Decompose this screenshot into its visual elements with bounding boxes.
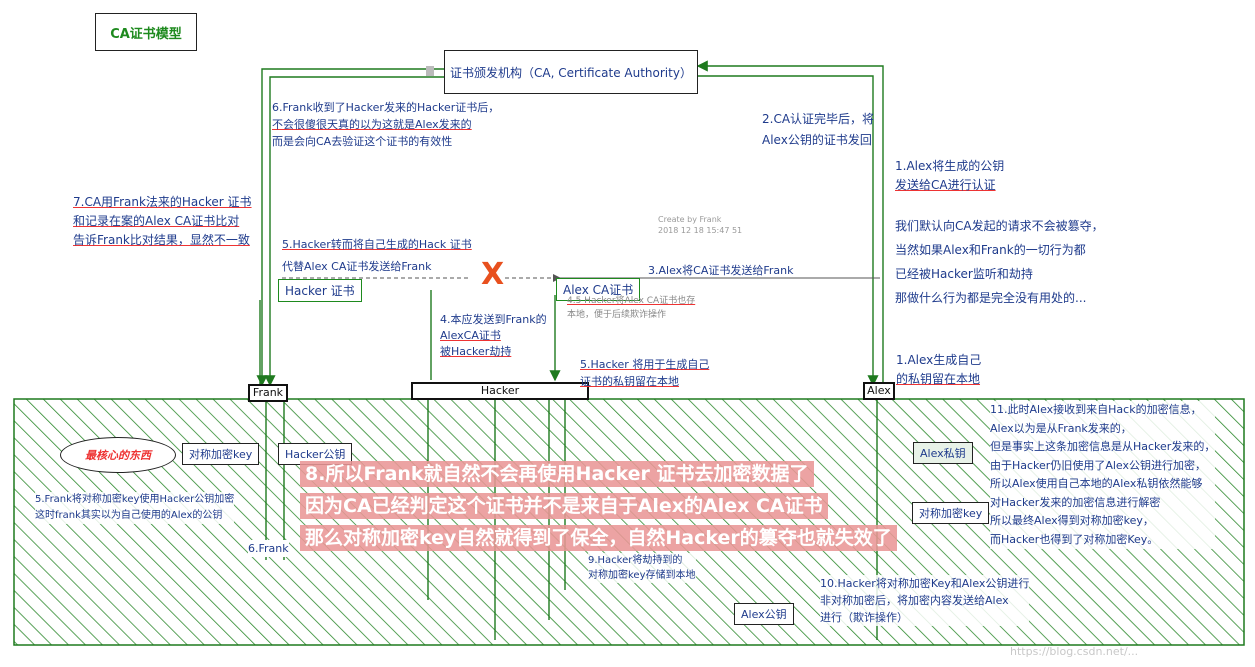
sym-key-right-box: 对称加密key bbox=[912, 502, 990, 524]
hacker-cert-label: Hacker 证书 bbox=[278, 279, 362, 302]
step7-text: 7.CA用Frank法来的Hacker 证书和记录在案的Alex CA证书比对告… bbox=[73, 195, 252, 247]
core-oval: 最核心的东西 bbox=[60, 437, 176, 473]
actor-alex: Alex bbox=[863, 382, 895, 400]
alex-ca-cert-label: Alex CA证书 bbox=[556, 278, 641, 301]
url-watermark: https://blog.csdn.net/... bbox=[1010, 645, 1139, 658]
step6-text: 6.Frank收到了Hacker发来的Hacker证书后，不会很傻很天真的以为这… bbox=[272, 101, 500, 148]
step9-text: 9.Hacker将劫持到的对称加密key存储到本地 bbox=[588, 553, 696, 583]
step1a-text: 1.Alex将生成的公钥发送给CA进行认证 bbox=[895, 159, 1005, 192]
step5-frank-text: 5.Frank将对称加密key使用Hacker公钥加密这时frank其实以为自己… bbox=[35, 492, 235, 524]
actor-frank: Frank bbox=[248, 384, 288, 402]
hacker-pubkey-box: Hacker公钥 bbox=[278, 443, 353, 465]
conclusion-line-1: 8.所以Frank就自然不会再使用Hacker 证书去加密数据了 bbox=[300, 461, 814, 487]
ca-to-alex-path bbox=[698, 75, 879, 387]
step5-forward-text: 5.Hacker转而将自己生成的Hack 证书代替Alex CA证书发送给Fra… bbox=[282, 238, 472, 273]
blocked-x-mark: X bbox=[481, 257, 505, 292]
step1b-text: 1.Alex生成自己的私钥留在本地 bbox=[896, 353, 982, 386]
note-text: 我们默认向CA发起的请求不会被篡夺，当然如果Alex和Frank的一切行为都已经… bbox=[895, 219, 1104, 305]
alex-pubkey-box: Alex公钥 bbox=[734, 603, 794, 625]
alex-privkey-box: Alex私钥 bbox=[913, 442, 973, 464]
sym-key-box: 对称加密key bbox=[182, 443, 260, 465]
step6-frank-text: 6.Frank bbox=[248, 540, 289, 557]
conclusion-line-2: 因为CA已经判定这个证书并不是来自于Alex的Alex CA证书 bbox=[300, 493, 828, 519]
actor-hacker: Hacker bbox=[411, 382, 589, 400]
ca-authority-box: 证书颁发机构（CA, Certificate Authority） bbox=[444, 50, 698, 94]
alex-to-ca-path bbox=[696, 60, 884, 385]
step3-text: 3.Alex将CA证书发送给Frank bbox=[648, 264, 794, 277]
step10-text: 10.Hacker将对称加密Key和Alex公钥进行非对称加密后，将加密内容发送… bbox=[820, 575, 1030, 626]
step45-text: 4.5 Hacker将Alex CA证书也存本地，便于后续欺诈操作 bbox=[567, 296, 696, 320]
page-title: CA证书模型 bbox=[95, 13, 197, 51]
step5-hacker-text: 5.Hacker 将用于生成自己证书的私钥留在本地 bbox=[580, 358, 710, 388]
step11-text: 11.此时Alex接收到来自Hack的加密信息，Alex以为是从Frank发来的… bbox=[990, 401, 1216, 549]
ca-to-frank-path bbox=[256, 68, 444, 387]
conclusion-line-3: 那么对称加密key自然就得到了保全，自然Hacker的篡夺也就失效了 bbox=[300, 525, 897, 551]
